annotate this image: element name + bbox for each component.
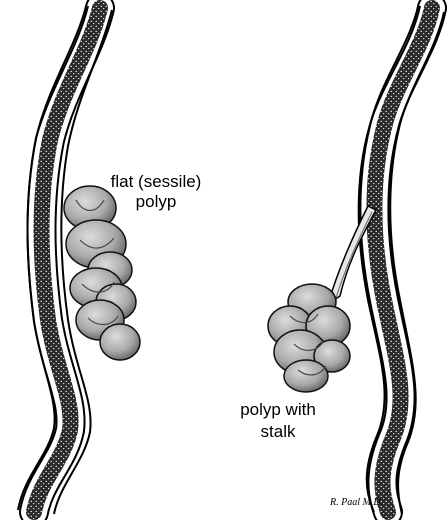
label-sessile-line1: flat (sessile) [106,172,206,192]
sessile-polyp [64,186,140,360]
pedunculated-polyp [268,284,350,392]
label-stalk-line2: stalk [218,422,338,442]
label-sessile-line2: polyp [106,192,206,212]
artist-signature: R. Paal M.D. [330,497,383,508]
label-stalk-line1: polyp with [218,400,338,420]
right-colon-segment [359,6,444,514]
